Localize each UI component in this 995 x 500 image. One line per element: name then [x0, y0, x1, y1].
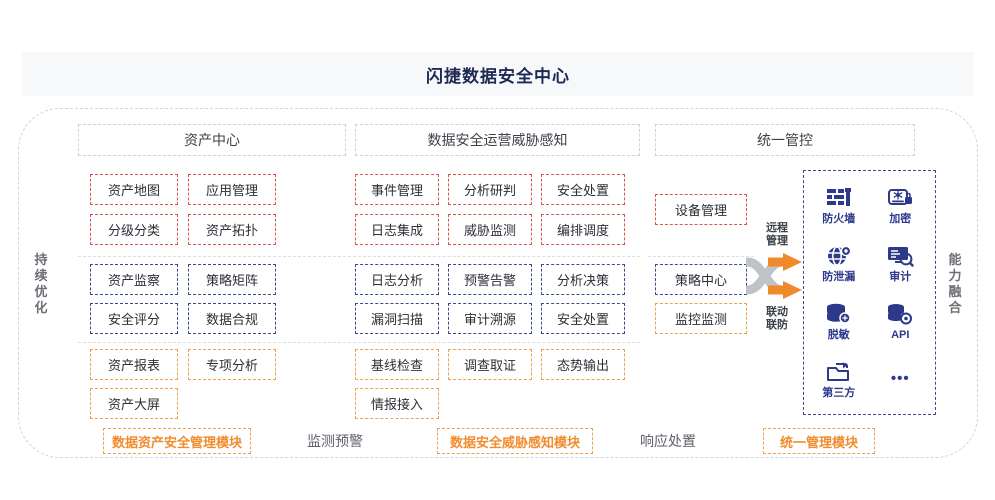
- capability-item-api[interactable]: API: [870, 293, 932, 351]
- module-chip[interactable]: 安全处置: [541, 174, 625, 205]
- side-label-left-char-3: 化: [34, 300, 48, 315]
- group-separator: [348, 256, 640, 257]
- module-chip[interactable]: 审计溯源: [448, 303, 532, 334]
- side-label-right-char-0: 能: [948, 252, 962, 267]
- module-chip[interactable]: 日志集成: [355, 214, 439, 245]
- module-chip[interactable]: 基线检查: [355, 349, 439, 380]
- group-separator: [78, 342, 346, 343]
- module-chip[interactable]: 预警告警: [448, 264, 532, 295]
- side-label-left-char-0: 持: [34, 252, 48, 267]
- capability-item-firewall[interactable]: 防火墙: [808, 177, 870, 235]
- crossing-arrows-icon: [746, 253, 802, 299]
- capability-item-masking[interactable]: 脱敏: [808, 293, 870, 351]
- capability-item-audit[interactable]: 审计: [870, 235, 932, 293]
- flow-tag-monitor: 监测预警: [307, 433, 363, 449]
- module-chip[interactable]: 调查取证: [448, 349, 532, 380]
- module-chip[interactable]: 事件管理: [355, 174, 439, 205]
- linkage-arrows: 远程 管理 联动 联防: [746, 222, 808, 334]
- module-chip[interactable]: 安全处置: [541, 303, 625, 334]
- outer-frame: [18, 108, 978, 458]
- module-chip[interactable]: 专项分析: [188, 349, 276, 380]
- side-label-left-char-1: 续: [34, 268, 48, 283]
- dlp-icon: [825, 244, 853, 270]
- page-title: 闪捷数据安全中心: [426, 66, 570, 86]
- module-chip[interactable]: 监控监测: [655, 303, 747, 334]
- capability-label: API: [891, 328, 910, 341]
- capability-label: 加密: [889, 213, 912, 226]
- side-label-left: 持 续 优 化: [30, 252, 52, 316]
- side-label-left-char-2: 优: [34, 284, 48, 299]
- capability-item-encryption[interactable]: 加密: [870, 177, 932, 235]
- module-chip[interactable]: 分析决策: [541, 264, 625, 295]
- capability-item-dlp[interactable]: 防泄漏: [808, 235, 870, 293]
- arrow-label-remote-line2: 管理: [766, 235, 788, 247]
- arrow-label-remote-line1: 远程: [766, 222, 788, 234]
- group-separator: [78, 256, 346, 257]
- capability-label: 审计: [889, 271, 912, 284]
- arrow-label-linkage-line1: 联动: [766, 306, 788, 318]
- title-band: 闪捷数据安全中心: [22, 52, 974, 96]
- module-chip[interactable]: 资产地图: [90, 174, 178, 205]
- module-chip[interactable]: 编排调度: [541, 214, 625, 245]
- capability-label: 防泄漏: [822, 271, 856, 284]
- module-tag-unified[interactable]: 统一管理模块: [763, 428, 875, 454]
- module-chip[interactable]: 数据合规: [188, 303, 276, 334]
- module-chip[interactable]: 资产大屏: [90, 388, 178, 419]
- capability-label: 脱敏: [827, 328, 850, 341]
- module-chip[interactable]: 安全评分: [90, 303, 178, 334]
- masking-icon: [825, 302, 853, 328]
- module-chip[interactable]: 情报接入: [355, 388, 439, 419]
- arrow-label-linkage: 联动 联防: [746, 306, 808, 332]
- module-chip[interactable]: 设备管理: [655, 194, 747, 225]
- side-label-right-char-3: 合: [948, 300, 962, 315]
- arrow-label-linkage-line2: 联防: [766, 319, 788, 331]
- module-chip[interactable]: 威胁监测: [448, 214, 532, 245]
- section-header-dsop-threat: 数据安全运营威胁感知: [355, 124, 640, 156]
- module-chip[interactable]: 日志分析: [355, 264, 439, 295]
- module-tag-threat[interactable]: 数据安全威胁感知模块: [437, 428, 593, 454]
- module-chip[interactable]: 资产监察: [90, 264, 178, 295]
- module-chip[interactable]: 应用管理: [188, 174, 276, 205]
- module-chip[interactable]: 态势输出: [541, 349, 625, 380]
- module-chip[interactable]: 分析研判: [448, 174, 532, 205]
- side-label-right-char-1: 力: [948, 268, 962, 283]
- module-tag-asset[interactable]: 数据资产安全管理模块: [103, 428, 251, 454]
- capability-label: 防火墙: [822, 213, 856, 226]
- section-header-unified-control: 统一管控: [655, 124, 915, 156]
- api-icon: [886, 302, 914, 328]
- capability-panel: 防火墙: [803, 170, 936, 415]
- side-label-right-char-2: 融: [948, 284, 962, 299]
- section-header-asset-center: 资产中心: [78, 124, 346, 156]
- module-chip[interactable]: 策略中心: [655, 264, 747, 295]
- encryption-icon: [886, 186, 914, 212]
- capability-label: 第三方: [822, 386, 856, 399]
- more-dots-icon: •••: [890, 370, 910, 388]
- module-chip[interactable]: 漏洞扫描: [355, 303, 439, 334]
- firewall-icon: [825, 186, 853, 212]
- module-chip[interactable]: 策略矩阵: [188, 264, 276, 295]
- module-chip[interactable]: 分级分类: [90, 214, 178, 245]
- side-label-right: 能 力 融 合: [944, 252, 966, 316]
- arrow-label-remote: 远程 管理: [746, 222, 808, 248]
- group-separator: [348, 342, 640, 343]
- audit-icon: [886, 244, 914, 270]
- group-separator: [648, 256, 754, 257]
- flow-tag-response: 响应处置: [640, 433, 696, 449]
- capability-item-thirdparty[interactable]: 第三方: [808, 350, 870, 408]
- thirdparty-icon: [825, 360, 853, 386]
- capability-item-more[interactable]: •••: [870, 350, 932, 408]
- module-chip[interactable]: 资产拓扑: [188, 214, 276, 245]
- module-chip[interactable]: 资产报表: [90, 349, 178, 380]
